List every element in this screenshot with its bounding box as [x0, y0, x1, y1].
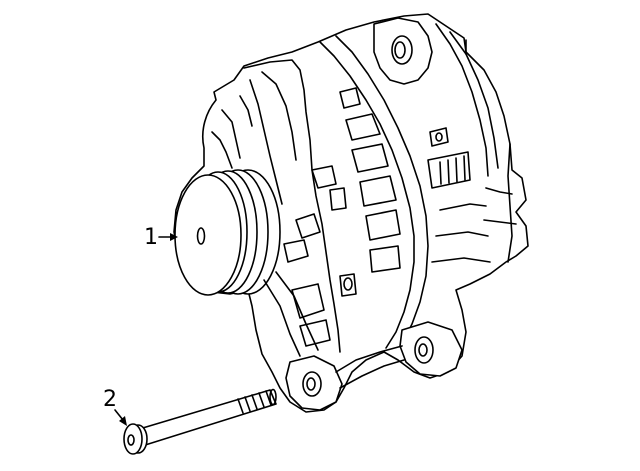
housing-boss — [343, 277, 353, 291]
alternator-housing-outline — [173, 13, 529, 413]
lower-mounting-hole-left-inner — [306, 377, 316, 391]
front-bracket-rib — [249, 79, 283, 205]
stator-band — [319, 41, 415, 349]
rear-cover-edge — [439, 203, 487, 211]
housing-detail — [291, 283, 325, 319]
lower-bracket — [335, 345, 403, 373]
housing-detail — [345, 113, 381, 141]
rear-cover-edge — [431, 257, 491, 263]
pulley-front-face[interactable] — [174, 174, 242, 296]
bolt-thread — [258, 392, 265, 408]
bolt-shank — [135, 389, 277, 447]
housing-detail — [369, 245, 401, 273]
housing-detail — [275, 271, 319, 351]
callout-2: 2 — [103, 387, 127, 426]
upper-mounting-hole-inner — [394, 41, 406, 59]
connector-pin — [463, 155, 466, 181]
alternator[interactable] — [173, 13, 529, 413]
bolt-thread — [237, 398, 244, 414]
lower-mounting-hole-right-inner — [418, 343, 428, 357]
lower-mounting-hole-left[interactable] — [302, 371, 322, 397]
lower-mounting-ear-right — [399, 321, 463, 377]
front-bracket-rib — [211, 131, 233, 169]
lower-mounting-ear-left — [285, 355, 343, 411]
housing-detail — [351, 143, 389, 173]
leader-line-2 — [114, 409, 124, 421]
bolt-tip — [269, 388, 277, 406]
housing-detail — [295, 213, 321, 239]
bolt-thread — [251, 394, 258, 410]
front-bracket-rib — [239, 95, 253, 127]
housing-detail — [283, 239, 309, 263]
leader-arrow-2 — [119, 416, 127, 426]
connector-pin — [439, 161, 442, 185]
housing-detail — [263, 279, 301, 357]
lower-mounting-hole-right[interactable] — [414, 336, 434, 364]
terminal-stud — [435, 132, 443, 142]
housing-detail — [339, 87, 361, 109]
front-bracket-rib — [221, 109, 241, 159]
leader-arrow-1 — [170, 233, 178, 241]
pulley-hub — [196, 227, 206, 245]
housing-detail — [359, 175, 397, 207]
housing-detail — [329, 187, 347, 211]
housing-detail — [339, 273, 357, 297]
housing-detail — [311, 165, 337, 189]
rear-cover-edge — [485, 187, 513, 195]
rear-housing-rib — [449, 31, 499, 169]
rear-cover-edge — [483, 219, 517, 225]
callout-1: 1 — [144, 225, 178, 250]
upper-mounting-hole[interactable] — [391, 35, 413, 65]
bolt-head — [123, 423, 143, 455]
rear-housing-rib — [435, 23, 489, 177]
rear-cover-edge — [507, 143, 513, 263]
lower-bracket — [339, 359, 405, 389]
bolt-thread — [244, 396, 251, 412]
housing-detail — [299, 319, 331, 347]
housing-detail — [365, 209, 401, 241]
connector-pin — [455, 157, 458, 183]
upper-mounting-ear — [373, 17, 433, 85]
front-bracket-rib — [261, 71, 297, 161]
connector-pin — [447, 159, 450, 184]
stator-band — [335, 35, 429, 345]
bolt-head-recess — [127, 434, 135, 446]
callout-number-1: 1 — [144, 225, 158, 250]
callout-number-2: 2 — [103, 387, 117, 412]
mounting-bolt[interactable] — [123, 388, 277, 455]
rear-cover-edge — [435, 231, 489, 237]
terminal-block — [429, 127, 449, 147]
